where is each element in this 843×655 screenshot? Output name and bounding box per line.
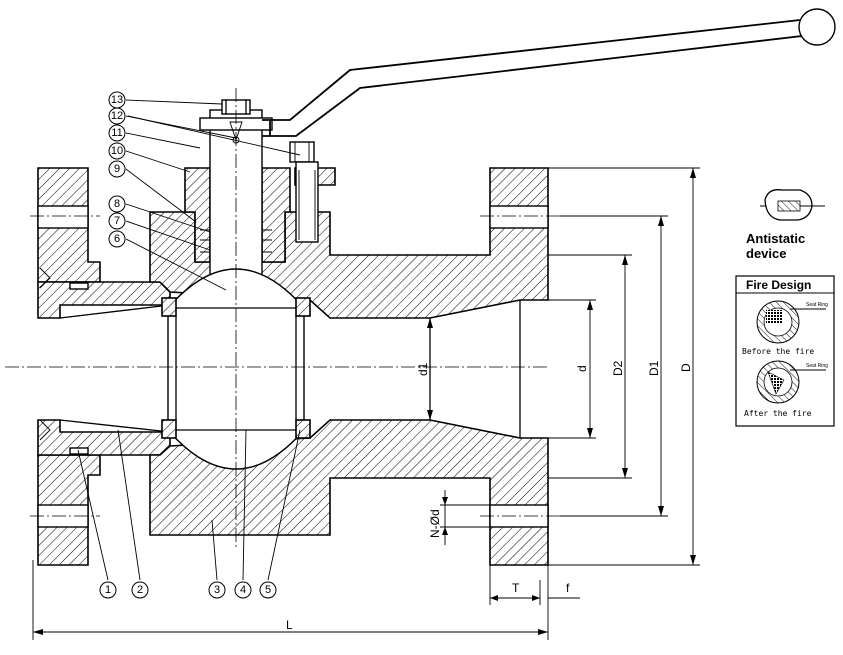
dim-N-d: N-Ød — [428, 509, 442, 538]
left-bolt-hole-upper — [37, 205, 89, 229]
fire-design-panel: Fire Design Seat Ring Before the fire Se… — [735, 275, 835, 427]
dimension-lines — [32, 167, 700, 640]
valve-body — [37, 8, 836, 566]
dimension-labels: L D D1 D2 d d1 N-Ød T f — [286, 360, 693, 632]
handle-knob — [798, 8, 836, 46]
seat-right-lower — [295, 419, 311, 439]
gland-bolt-head — [289, 141, 315, 163]
svg-text:9: 9 — [114, 163, 120, 175]
callout-8: 8 — [108, 195, 126, 213]
svg-text:2: 2 — [137, 584, 143, 596]
after-fire-label: After the fire — [744, 409, 812, 418]
callout-1: 1 — [99, 581, 117, 599]
callouts: 13 12 11 10 9 8 7 6 1 2 3 4 5 — [99, 91, 277, 599]
antistatic-label-2: device — [746, 246, 786, 261]
svg-text:5: 5 — [265, 584, 271, 596]
antistatic-label-1: Antistatic — [746, 231, 805, 246]
dim-d1: d1 — [416, 362, 430, 376]
centerlines — [5, 88, 560, 548]
seat-left-upper — [161, 297, 177, 317]
dim-d: d — [575, 365, 589, 372]
svg-text:10: 10 — [111, 145, 123, 157]
dim-L: L — [286, 618, 293, 632]
svg-text:13: 13 — [111, 94, 123, 106]
callout-3: 3 — [208, 581, 226, 599]
after-fire-icon — [756, 360, 826, 404]
callout-13: 13 — [108, 91, 126, 109]
callout-9: 9 — [108, 160, 126, 178]
svg-text:11: 11 — [111, 127, 122, 139]
callout-11: 11 — [108, 124, 126, 142]
antistatic-device: Antistatic device — [746, 189, 825, 261]
bore-outline — [59, 300, 521, 438]
dim-D1: D1 — [647, 360, 661, 376]
svg-text:8: 8 — [114, 198, 120, 210]
seat-right-upper — [295, 297, 311, 317]
svg-text:4: 4 — [240, 584, 246, 596]
svg-text:3: 3 — [214, 584, 220, 596]
bonnet-right — [261, 167, 291, 263]
dim-D2: D2 — [611, 360, 625, 376]
right-bolt-hole-upper — [489, 205, 549, 229]
gland-bolt — [295, 161, 319, 243]
dim-D: D — [679, 363, 693, 372]
callout-12: 12 — [108, 107, 126, 125]
fire-design-title: Fire Design — [746, 278, 811, 292]
svg-text:1: 1 — [105, 584, 111, 596]
callout-4: 4 — [234, 581, 252, 599]
callout-leaders — [77, 99, 301, 581]
seat-ring-label-2: Seat Ring — [806, 363, 828, 369]
handle-lever — [262, 19, 803, 137]
callout-7: 7 — [108, 212, 126, 230]
before-fire-icon — [756, 300, 826, 344]
svg-text:6: 6 — [114, 233, 120, 245]
before-fire-label: Before the fire — [742, 347, 814, 356]
dim-T: T — [512, 581, 520, 595]
callout-2: 2 — [131, 581, 149, 599]
dim-f: f — [566, 581, 570, 595]
callout-5: 5 — [259, 581, 277, 599]
callout-10: 10 — [108, 142, 126, 160]
svg-text:12: 12 — [111, 110, 123, 122]
seat-ring-label-1: Seat Ring — [806, 302, 828, 308]
callout-6: 6 — [108, 230, 126, 248]
svg-text:7: 7 — [114, 215, 120, 227]
seat-left-lower — [161, 419, 177, 439]
end-cap-lower — [37, 419, 171, 456]
